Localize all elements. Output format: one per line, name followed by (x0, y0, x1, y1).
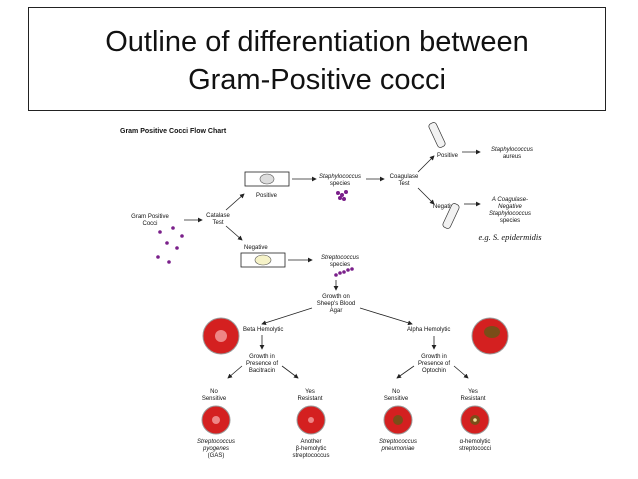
beta-label: Beta Hemolytic (243, 327, 283, 333)
strep-colony (254, 254, 272, 266)
other-beta-label-3: streptococcus (292, 453, 329, 459)
slide-title-line2: Gram-Positive cocci (188, 64, 446, 96)
arrow-catalase-positive (225, 193, 245, 211)
optochin-label-1: Growth in (421, 354, 447, 360)
strep-chain (334, 267, 354, 277)
bac-yes-label-1: Yes (305, 389, 315, 395)
growth-label-2: Sheep's Blood (317, 301, 356, 307)
negative-label: Negative (244, 245, 268, 251)
other-beta-label-1: Another (300, 439, 321, 445)
cons-label-1: A Coagulase- (491, 197, 528, 203)
staph-label-2: species (330, 181, 350, 187)
arrow-bac-yes (281, 365, 299, 379)
growth-label-3: Agar (330, 308, 343, 314)
example-label: e.g. S. epidermidis (478, 232, 542, 242)
coagulase-label-2: Test (398, 181, 409, 187)
pneumoniae-label-2: pneumoniae (380, 446, 415, 452)
alpha-greening (484, 326, 500, 338)
bac-no-label-2: Sensitive (202, 396, 227, 402)
other-alpha-disk (473, 418, 477, 422)
pyogenes-label-1: Streptococcus (197, 439, 235, 445)
pyogenes-zone (212, 416, 220, 424)
strep-label-1: Streptococcus (321, 255, 359, 261)
other-beta-label-2: β-hemolytic (296, 446, 327, 452)
other-alpha-label-2: streptococci (459, 446, 491, 452)
optochin-label-3: Optochin (422, 368, 446, 374)
pneumoniae-label-1: Streptococcus (379, 439, 417, 445)
tube-negative (442, 203, 460, 229)
bacitracin-label-3: Bacitracin (249, 368, 275, 374)
other-beta-zone (308, 417, 314, 423)
catalase-label-1: Catalase (206, 213, 230, 219)
arrow-growth-alpha (359, 307, 413, 326)
title-box: Outline of differentiation between Gram-… (28, 7, 606, 111)
saureus-label-2: aureus (503, 154, 521, 160)
bacitracin-label-2: Presence of (246, 361, 278, 367)
start-label-1: Gram Positive (131, 214, 169, 220)
coag-positive-label: Positive (437, 153, 459, 159)
arrow-coag-negative (417, 187, 435, 205)
start-label-2: Cocci (142, 221, 157, 227)
cons-label-4: species (500, 218, 520, 224)
optochin-label-2: Presence of (418, 361, 450, 367)
alpha-label: Alpha Hemolytic (407, 327, 450, 333)
opt-yes-label-2: Resistant (460, 396, 485, 402)
saureus-label-1: Staphylococcus (491, 147, 533, 153)
beta-clearing (215, 330, 227, 342)
staph-colony (259, 173, 275, 185)
strep-label-2: species (330, 262, 350, 268)
opt-yes-label-1: Yes (468, 389, 478, 395)
cocci-dots (156, 226, 184, 264)
bac-no-label-1: No (210, 389, 218, 395)
arrow-catalase-negative (225, 225, 243, 241)
other-alpha-label-1: α-hemolytic (460, 439, 491, 445)
coag-negative-label: Negative (433, 204, 457, 210)
positive-label: Positive (256, 193, 278, 199)
slide-title-line1: Outline of differentiation between (105, 26, 529, 58)
pyogenes-label-2: pyogenes (202, 446, 229, 452)
opt-no-label-2: Sensitive (384, 396, 409, 402)
chart-heading: Gram Positive Cocci Flow Chart (120, 128, 227, 135)
opt-no-label-1: No (392, 389, 400, 395)
pneumoniae-greening (393, 415, 403, 425)
pyogenes-label-3: (GAS) (208, 453, 225, 459)
arrow-opt-no (396, 365, 415, 379)
cons-label-2: Negative (498, 204, 522, 210)
arrow-growth-beta (261, 307, 313, 326)
staph-cluster (336, 190, 348, 201)
staph-label-1: Staphylococcus (319, 174, 361, 180)
tube-positive (428, 122, 446, 148)
bacitracin-label-1: Growth in (249, 354, 275, 360)
bac-yes-label-2: Resistant (297, 396, 322, 402)
cons-label-3: Staphylococcus (489, 211, 531, 217)
arrow-bac-no (227, 365, 243, 379)
coagulase-label-1: Coagulase (390, 174, 419, 180)
arrow-opt-yes (453, 365, 469, 379)
growth-label-1: Growth on (322, 294, 350, 300)
catalase-label-2: Test (212, 220, 223, 226)
arrow-coag-positive (417, 155, 435, 173)
